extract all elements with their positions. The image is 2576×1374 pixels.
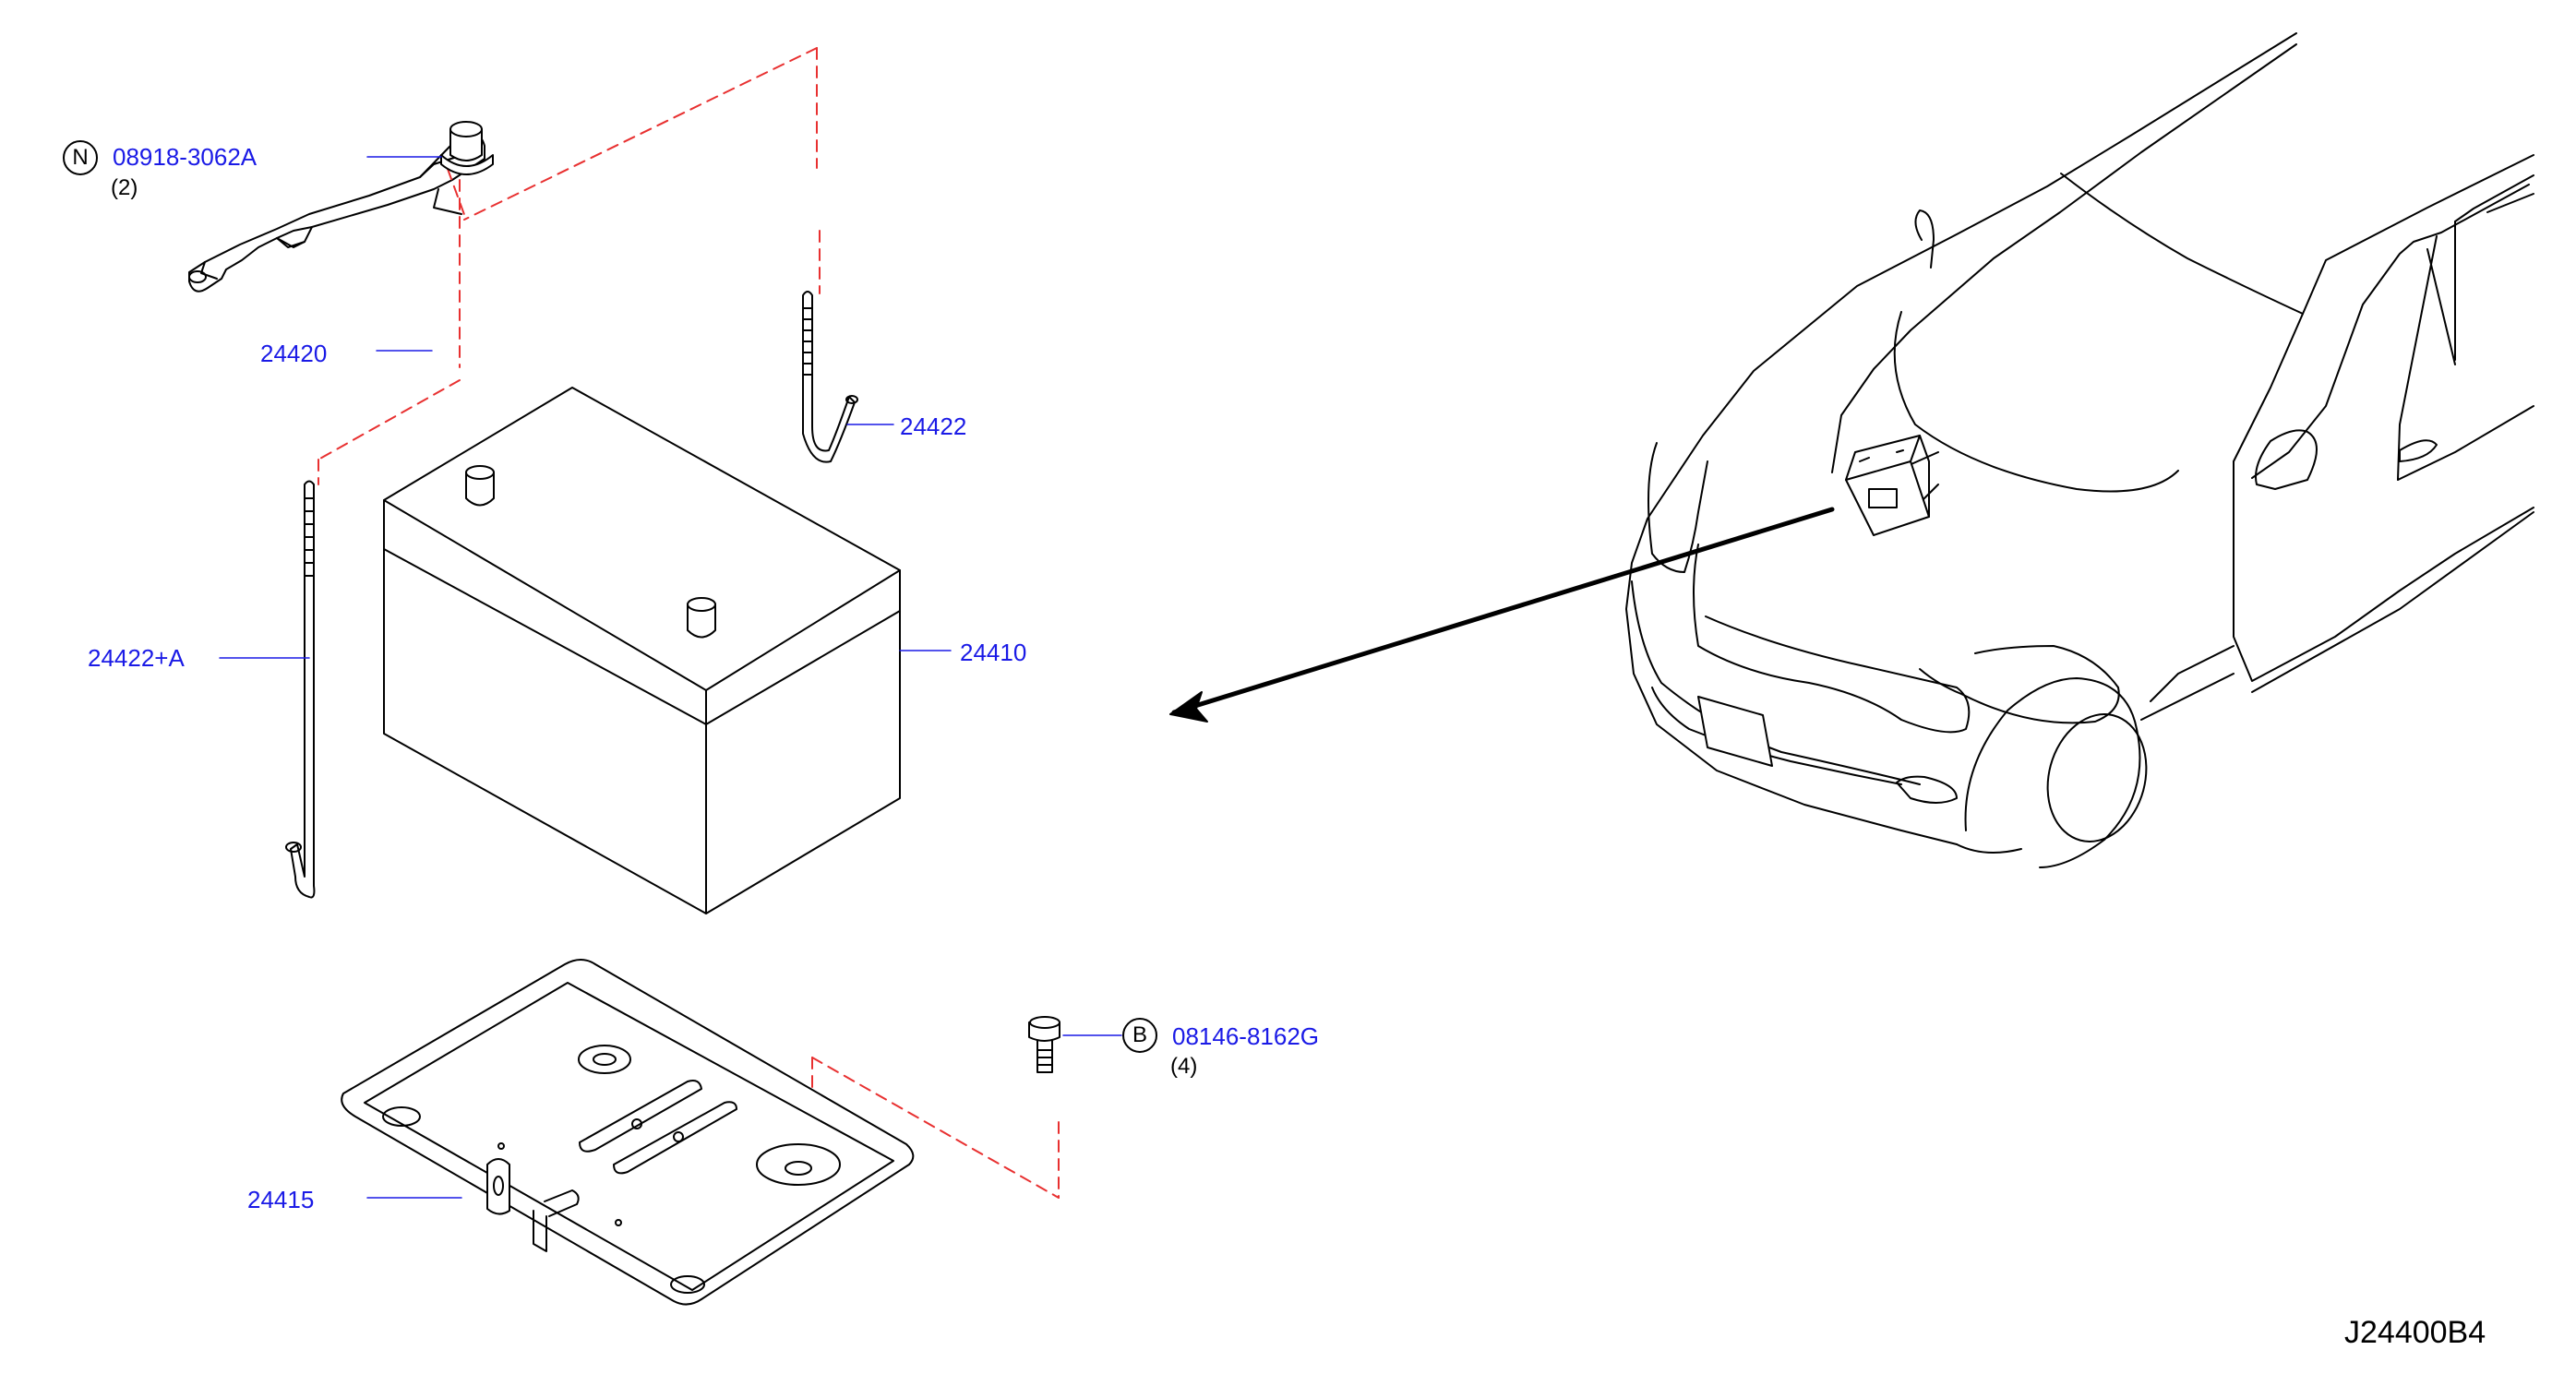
- part-number-24415[interactable]: 24415: [247, 1186, 315, 1213]
- bolt-prefix-circle: B: [1122, 1018, 1157, 1053]
- drawing-number: J24400B4: [2344, 1315, 2486, 1350]
- battery-tray-drawing: [341, 959, 915, 1306]
- callout-leader-lines: [219, 156, 1122, 1199]
- part-number-24422[interactable]: 24422: [900, 412, 967, 440]
- vehicle-outline-drawing: [1625, 32, 2534, 868]
- hold-down-rod-left-drawing: [285, 480, 316, 899]
- part-number-24410[interactable]: 24410: [960, 639, 1027, 666]
- nut-drawing: [440, 121, 494, 175]
- part-number-08918-3062A[interactable]: 08918-3062A: [113, 143, 258, 171]
- part-number-24422-A[interactable]: 24422+A: [88, 644, 185, 672]
- location-arrow: [1169, 507, 1835, 723]
- nut-prefix-circle: N: [63, 140, 98, 175]
- bolt-drawing: [1028, 1016, 1060, 1073]
- hold-down-rod-right-drawing: [802, 291, 858, 463]
- assembly-guide-lines: [318, 47, 1060, 1199]
- battery-drawing: [383, 387, 901, 914]
- nut-quantity: (2): [111, 175, 138, 200]
- part-number-08146-8162G[interactable]: 08146-8162G: [1172, 1022, 1320, 1050]
- part-number-24420[interactable]: 24420: [260, 340, 328, 367]
- bolt-quantity: (4): [1170, 1054, 1198, 1079]
